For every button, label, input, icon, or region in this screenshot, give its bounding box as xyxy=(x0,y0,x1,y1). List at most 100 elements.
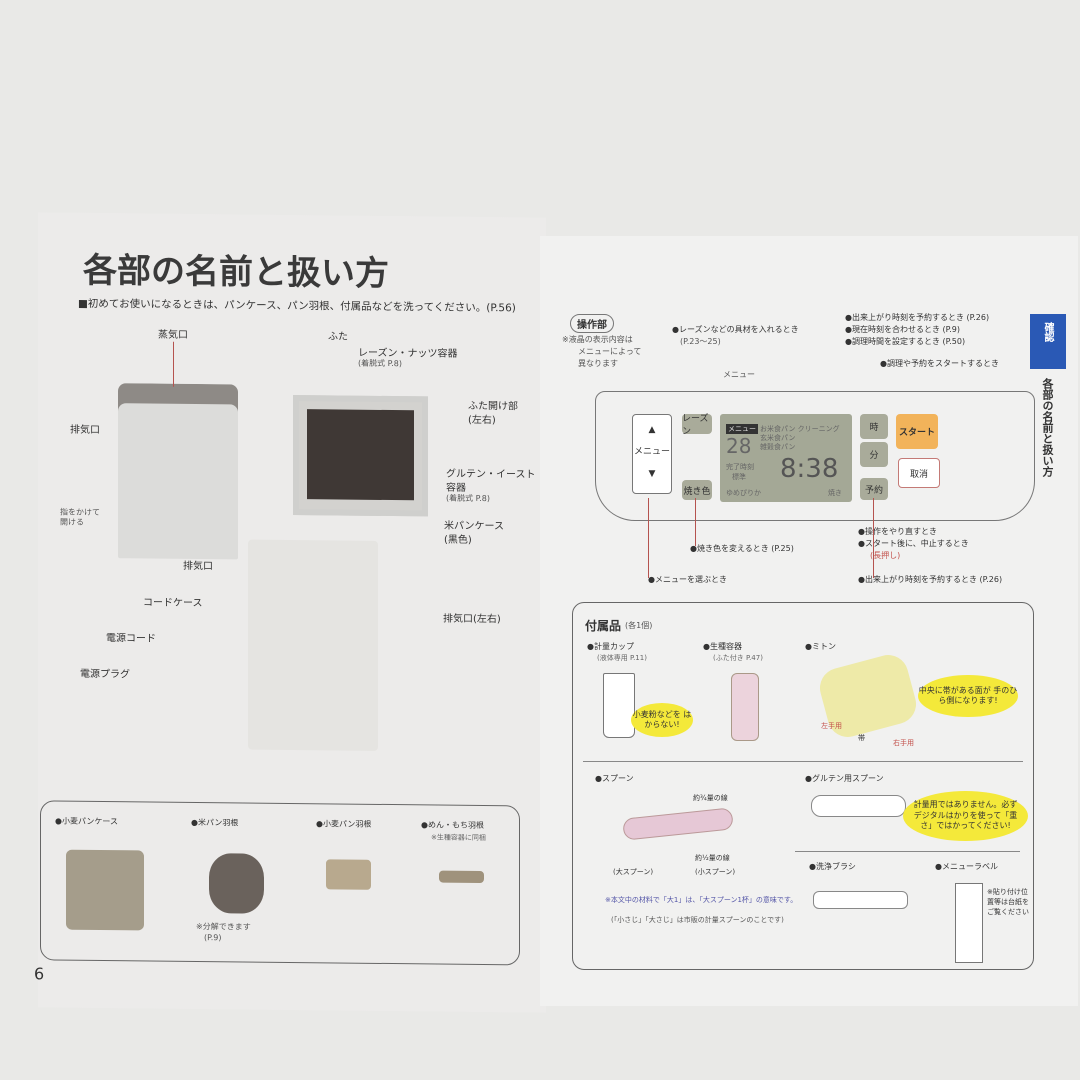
acc-menu-label: ●メニューラベル xyxy=(935,862,998,871)
callout-menu: メニュー xyxy=(723,370,755,379)
bake-color-button[interactable]: 焼き色 xyxy=(682,480,712,500)
menu-button[interactable]: ▲ メニュー ▼ xyxy=(632,414,672,494)
part-note-3: ※生種容器に同梱 xyxy=(431,833,486,843)
lcd-item: お米食パン クリーニング xyxy=(760,425,840,433)
reserve-button[interactable]: 予約 xyxy=(860,478,888,500)
measuring-cup-image xyxy=(603,673,635,738)
callout-raisin-page: (P.23～25) xyxy=(680,337,721,346)
callout-start: ●調理や予約をスタートするとき xyxy=(880,359,999,368)
notice: ■初めてお使いになるときは、パンケース、パン羽根、付属品などを洗ってください。(… xyxy=(78,297,516,315)
noodle-blade-image xyxy=(439,870,484,884)
callout-bake: ●焼き色を変えるとき (P.25) xyxy=(690,544,794,553)
part-wheat-case: ●小麦パンケース xyxy=(55,816,118,827)
label-raisin-sub: (着脱式 P.8) xyxy=(358,358,402,369)
raisin-button[interactable]: レーズン xyxy=(682,414,712,437)
part-noodle-blade: ●めん・もち羽根 xyxy=(421,820,484,831)
acc-starter-sub: (ふた付き P.47) xyxy=(713,654,763,662)
page-title: 各部の名前と扱い方 xyxy=(83,250,389,295)
label-finger2: 開ける xyxy=(60,517,84,527)
bread-maker-front-image xyxy=(248,539,378,751)
lcd-note: ※液晶の表示内容は xyxy=(562,335,633,344)
bread-maker-back-image xyxy=(118,383,238,560)
part-note-2: (P.9) xyxy=(204,933,222,943)
spoon-note: ※本文中の材料で「大1」は、「大スプーン1杯」の意味です。 xyxy=(605,896,798,904)
menu-label-image xyxy=(955,883,983,963)
tab-label: 確認 xyxy=(1042,322,1053,342)
callout-raisin: ●レーズンなどの具材を入れるとき xyxy=(672,325,799,334)
menu-button-label: メニュー xyxy=(633,447,670,457)
label-lid-open-sub: (左右) xyxy=(468,414,496,427)
label-gluten-2: 容器 xyxy=(446,482,466,494)
label-cord-case: コードケース xyxy=(143,597,203,610)
callout-clock: ●現在時刻を合わせるとき (P.9) xyxy=(845,325,960,334)
starter-container-image xyxy=(731,673,759,741)
lcd-done-time: 完了時刻 xyxy=(726,463,754,471)
acc-mitten: ●ミトン xyxy=(805,642,836,651)
mitten-band: 帯 xyxy=(858,734,865,742)
section-label: 操作部 xyxy=(570,314,614,333)
acc-cup: ●計量カップ xyxy=(587,642,634,651)
acc-spoon: ●スプーン xyxy=(595,774,634,783)
lcd-item: 雑穀食パン xyxy=(760,443,796,451)
minute-button[interactable]: 分 xyxy=(860,442,888,467)
part-wheat-blade: ●小麦パン羽根 xyxy=(316,819,372,829)
label-exhaust-2: 排気口 xyxy=(183,560,213,573)
label-exhaust-3: 排気口(左右) xyxy=(443,613,501,626)
lcd-note-2: メニューによって xyxy=(578,347,642,356)
hour-button[interactable]: 時 xyxy=(860,414,888,439)
menu-label-note: ※貼り付け位置等は台紙をご覧ください xyxy=(987,888,1029,916)
control-panel xyxy=(595,391,1035,521)
part-note: ※分解できます xyxy=(196,921,251,932)
brush-image xyxy=(813,891,908,909)
callout-cook-time: ●調理時間を設定するとき (P.50) xyxy=(845,337,966,346)
gluten-spoon-image xyxy=(811,795,906,817)
open-lid-image xyxy=(293,395,428,517)
callout-long-press: (長押し) xyxy=(870,551,901,560)
spoon-note-2: (「小さじ」「大さじ」は市販の計量スプーンのことです) xyxy=(611,916,784,924)
up-arrow-icon: ▲ xyxy=(648,425,656,435)
cancel-button[interactable]: 取消 xyxy=(898,458,940,488)
wheat-case-image xyxy=(66,849,144,931)
callout-redo: ●操作をやり直すとき xyxy=(858,527,937,536)
acc-starter: ●生種容器 xyxy=(703,642,742,651)
left-page: 各部の名前と扱い方 ■初めてお使いになるときは、パンケース、パン羽根、付属品など… xyxy=(34,212,546,1013)
spoon-image xyxy=(622,807,734,841)
label-gluten-sub: (着脱式 P.8) xyxy=(446,493,490,504)
callout-stop: ●スタート後に、中止するとき xyxy=(858,539,969,548)
down-arrow-icon: ▼ xyxy=(648,469,656,479)
cup-bubble: 小麦粉などを はからない! xyxy=(631,703,693,737)
tab-side-title: 各部の名前と扱い方 xyxy=(1041,378,1054,477)
gluten-bubble: 計量用ではありません。必ずデジタルはかりを使って「重さ」ではかってください! xyxy=(903,791,1028,841)
page-number: 6 xyxy=(34,964,45,984)
accessories-count: (各1個) xyxy=(625,621,653,630)
lcd-time: 8:38 xyxy=(780,454,839,484)
mitten-right: 右手用 xyxy=(893,739,914,747)
lcd-menu: メニュー xyxy=(726,424,758,434)
label-steam-vent: 蒸気口 xyxy=(158,329,188,341)
parts-box: ●小麦パンケース ●米パン羽根 ※分解できます (P.9) ●小麦パン羽根 ●め… xyxy=(40,800,520,966)
wheat-blade-image xyxy=(326,859,371,890)
right-page: 操作部 ※液晶の表示内容は メニューによって 異なります ●レーズンなどの具材を… xyxy=(540,236,1078,1006)
spoon-line-12: 約½量の線 xyxy=(695,854,730,862)
acc-cup-sub: (液体専用 P.11) xyxy=(597,654,647,662)
lcd-display: メニュー 28 お米食パン クリーニング 玄米食パン 雑穀食パン 完了時刻 標準… xyxy=(720,414,852,502)
label-cord: 電源コード xyxy=(106,633,156,645)
label-plug: 電源プラグ xyxy=(80,668,130,681)
spoon-small: (小スプーン) xyxy=(695,868,736,876)
callout-reserve-time: ●出来上がり時刻を予約するとき (P.26) xyxy=(845,313,990,322)
lcd-item: 玄米食パン xyxy=(760,434,796,442)
start-button[interactable]: スタート xyxy=(896,414,938,449)
lcd-menu-number: 28 xyxy=(726,434,752,458)
acc-brush: ●洗浄ブラシ xyxy=(809,862,856,871)
accessories-title: 付属品 xyxy=(585,619,622,633)
acc-gluten-spoon: ●グルテン用スプーン xyxy=(805,774,884,783)
lcd-standard: 標準 xyxy=(732,473,746,481)
label-exhaust: 排気口 xyxy=(70,424,100,436)
rice-blade-image xyxy=(209,853,264,914)
label-lid: ふた xyxy=(328,331,348,343)
spoon-big: (大スプーン) xyxy=(613,868,654,876)
lcd-bottom-2: 焼き xyxy=(828,489,842,497)
part-rice-blade: ●米パン羽根 xyxy=(191,817,239,828)
callout-select: ●メニューを選ぶとき xyxy=(648,575,727,584)
mitten-left: 左手用 xyxy=(821,722,842,730)
